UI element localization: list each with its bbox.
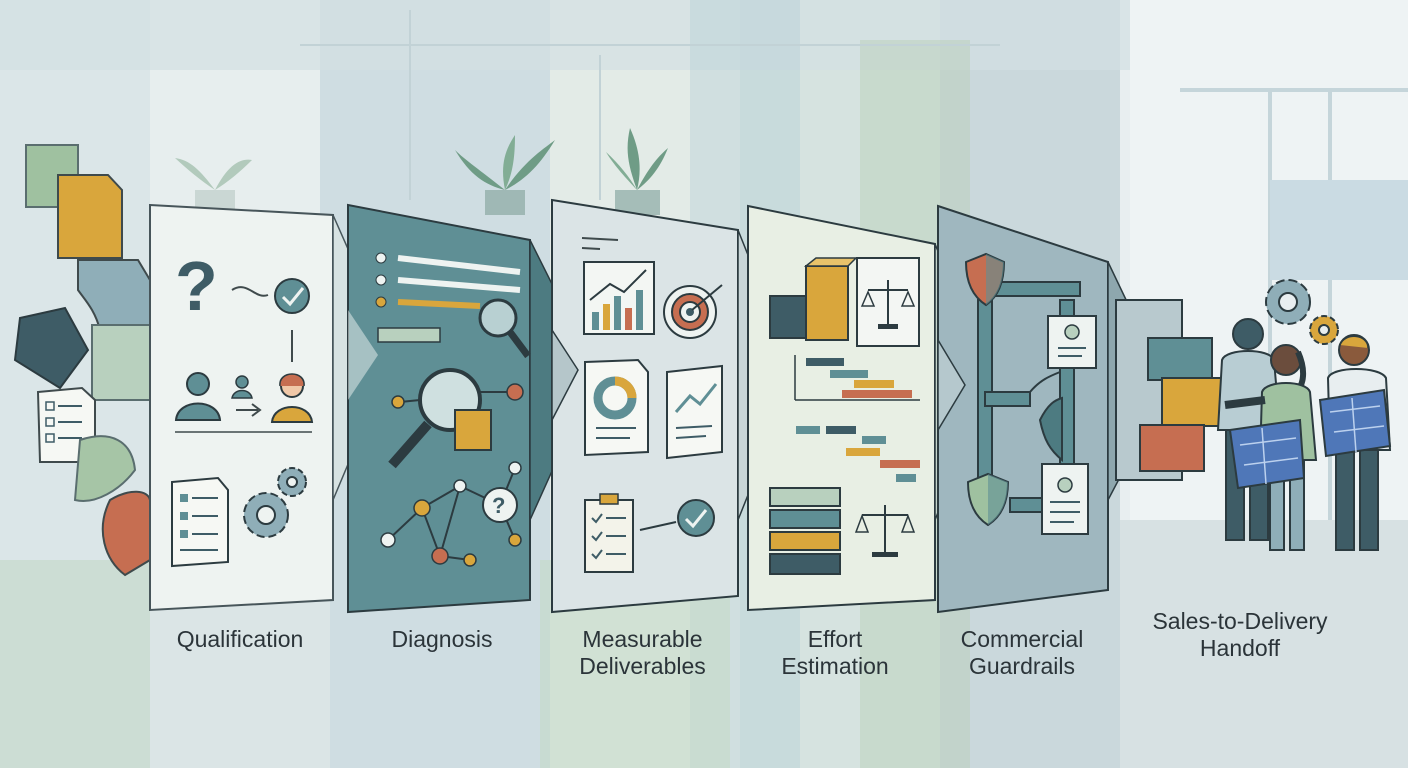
stage-label-line: Qualification bbox=[176, 626, 304, 652]
stage-label-effort-estimation: Effort Estimation bbox=[745, 626, 925, 680]
scales-icon bbox=[856, 257, 920, 347]
magnifier-icon bbox=[478, 298, 531, 359]
woman-person-icon bbox=[270, 373, 314, 423]
blueprint-icon bbox=[1228, 388, 1392, 490]
certificate-scroll-icon bbox=[1041, 463, 1089, 535]
stage-label-line: Handoff bbox=[1199, 635, 1281, 661]
bar-chart-icon bbox=[583, 261, 655, 335]
checklist-document-icon bbox=[171, 476, 229, 568]
shield-icon bbox=[964, 252, 1006, 307]
stage-label-measurable-deliverables: Measurable Deliverables bbox=[550, 626, 735, 680]
svg-text:?: ? bbox=[175, 247, 218, 325]
stage-label-diagnosis: Diagnosis bbox=[352, 626, 532, 653]
gears-icon bbox=[243, 467, 307, 538]
stage-label-line: Guardrails bbox=[968, 653, 1076, 679]
stage-label-line: Sales-to-Delivery bbox=[1152, 608, 1328, 634]
scales-icon bbox=[854, 505, 916, 557]
trend-report-icon bbox=[666, 364, 723, 460]
plant-middle bbox=[455, 135, 555, 215]
stage-label-sales-to-delivery-handoff: Sales-to-Delivery Handoff bbox=[1135, 608, 1345, 662]
donut-chart-document-icon bbox=[584, 358, 649, 457]
stage-label-line: Diagnosis bbox=[391, 626, 493, 652]
target-icon bbox=[663, 284, 723, 339]
check-circle-icon bbox=[677, 499, 715, 537]
stage-label-qualification: Qualification bbox=[150, 626, 330, 653]
question-mark-icon: ? bbox=[175, 247, 218, 325]
gears-icon bbox=[1265, 279, 1339, 345]
stage-label-line: Effort bbox=[807, 626, 863, 652]
stacked-blocks-icon bbox=[769, 257, 858, 341]
stage-label-line: Deliverables bbox=[579, 653, 706, 679]
shield-icon bbox=[966, 472, 1010, 527]
gantt-chart-icon bbox=[794, 355, 920, 482]
layered-stack-icon bbox=[769, 487, 841, 575]
stage-label-line: Measurable bbox=[582, 626, 703, 652]
network-magnifier-icon bbox=[388, 368, 524, 469]
network-graph-icon: ? bbox=[380, 461, 522, 567]
handoff-blocks-icon bbox=[1115, 299, 1229, 481]
small-person-icon bbox=[231, 375, 253, 399]
stage-label-line: Commercial bbox=[960, 626, 1084, 652]
plant-left bbox=[175, 158, 252, 210]
stage-label-commercial-guardrails: Commercial Guardrails bbox=[932, 626, 1112, 680]
check-circle-icon bbox=[274, 278, 310, 314]
stage-label-line: Estimation bbox=[781, 653, 889, 679]
person-icon bbox=[174, 372, 222, 421]
contract-document-icon bbox=[1047, 315, 1097, 369]
clipboard-checklist-icon bbox=[584, 493, 634, 573]
svg-text:?: ? bbox=[492, 493, 505, 518]
